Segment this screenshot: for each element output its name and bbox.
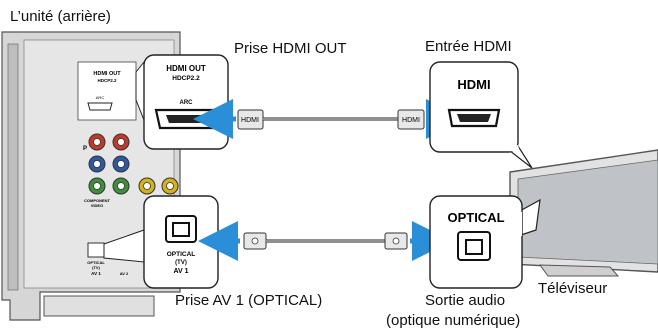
zoom-optical-line3: AV 1 <box>173 268 188 275</box>
panel-hdcp-label: HDCP2.2 <box>97 78 117 83</box>
panel-optical-port <box>87 242 105 258</box>
hdmi-plug-right <box>397 109 425 130</box>
zoom-hdmi-out: HDMI OUT HDCP2.2 ARC <box>135 54 229 150</box>
panel-component-jacks <box>88 133 179 195</box>
unit-rear-label: L’unité (arrière) <box>10 8 111 25</box>
panel-av1-label: AV 1 <box>91 271 101 276</box>
tv-optical-title: OPTICAL <box>447 210 504 225</box>
hdmi-input-label: Entrée HDMI <box>425 38 512 55</box>
zoom-hdmi-out-subtitle: HDCP2.2 <box>172 75 200 82</box>
unit-rear-panel: HDMI OUT HDCP2.2 ARC P COMPONENT VIDEO <box>1 31 181 321</box>
panel-hdmi-out-label: HDMI OUT <box>93 71 121 77</box>
zoom-optical-line2: (TV) <box>175 260 187 266</box>
tv-optical-callout: OPTICAL <box>429 195 541 289</box>
tv-hdmi-title: HDMI <box>457 77 490 92</box>
panel-component-video-label-2: VIDEO <box>91 203 103 208</box>
panel-arc-label: ARC <box>96 95 105 100</box>
optical-cable <box>198 221 452 261</box>
av1-jack-label: Prise AV 1 (OPTICAL) <box>175 292 323 309</box>
zoom-hdmi-out-title: HDMI OUT <box>166 64 206 73</box>
audio-out-label-line2: (optique numérique) <box>386 312 521 329</box>
television <box>509 149 658 277</box>
hdmi-out-jack-label: Prise HDMI OUT <box>234 40 347 57</box>
hdmi-cable: HDMI HDMI <box>193 99 466 139</box>
panel-optical-label: OPTICAL <box>87 260 105 265</box>
panel-tv-label: (TV) <box>92 265 100 270</box>
audio-out-label-line1: Sortie audio <box>425 292 506 309</box>
tv-label: Téléviseur <box>538 280 608 297</box>
panel-av2-label: AV 2 <box>120 271 129 276</box>
panel-hdmi-port <box>87 102 113 111</box>
zoom-hdmi-out-arc: ARC <box>180 100 194 106</box>
zoom-optical-line1: OPTICAL <box>167 251 196 258</box>
zoom-optical-av1: OPTICAL (TV) AV 1 <box>103 195 219 289</box>
hdmi-plug-right-label: HDMI <box>402 117 420 124</box>
panel-pr-label: P <box>83 146 87 152</box>
hdmi-plug-left-label: HDMI <box>241 117 259 124</box>
panel-component-video-label: COMPONENT <box>84 198 111 203</box>
tv-hdmi-callout: HDMI <box>429 61 533 169</box>
